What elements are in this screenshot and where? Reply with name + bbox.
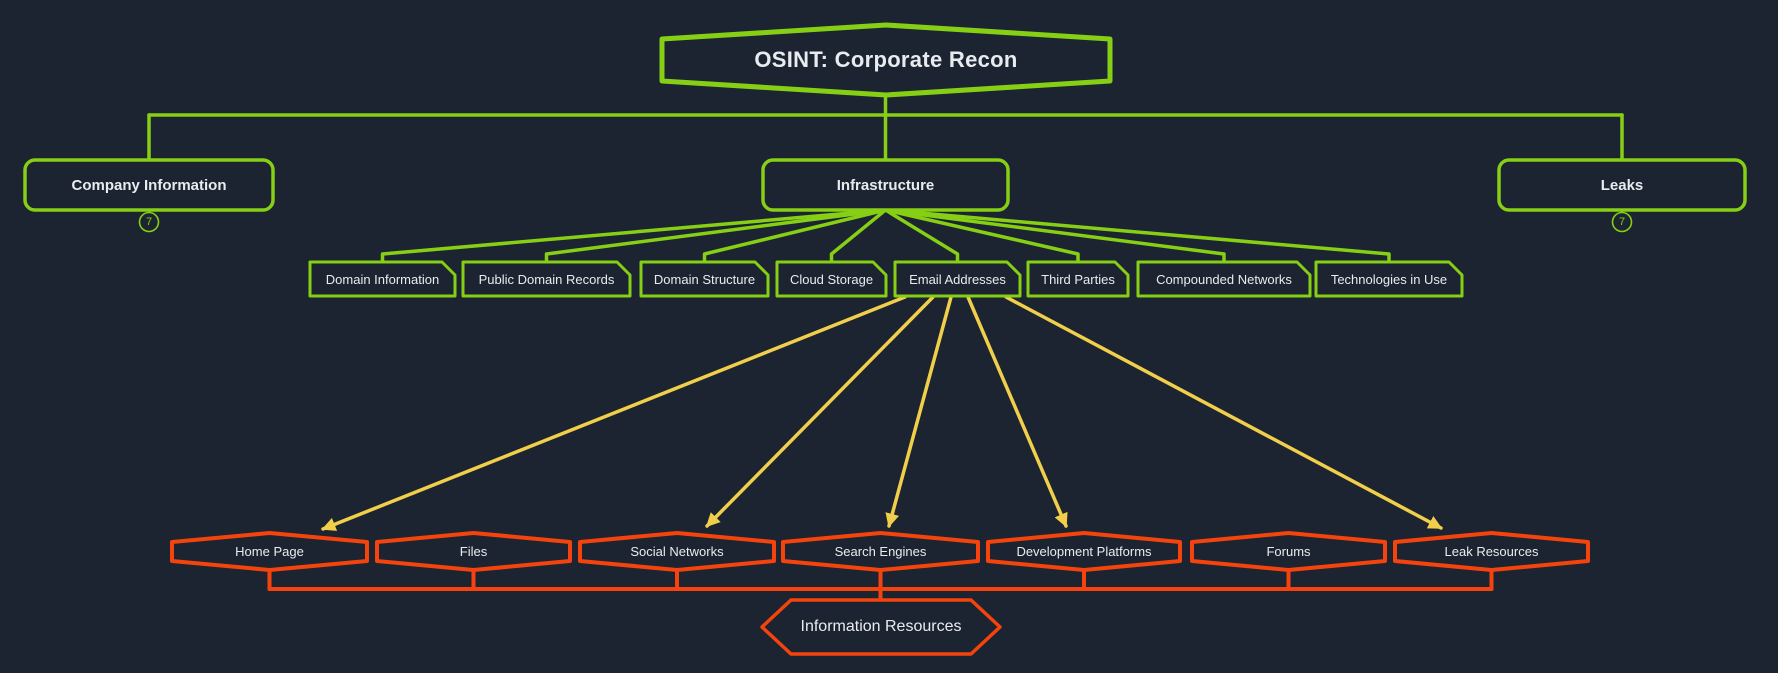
connector-public-domain-records xyxy=(544,208,888,264)
node-domain-information[interactable]: Domain Information xyxy=(325,271,440,287)
badge-company-information-shape[interactable] xyxy=(138,211,160,233)
connector-domain-information xyxy=(380,208,888,264)
node-forums-shape xyxy=(1190,531,1387,572)
node-public-domain-records[interactable]: Public Domain Records xyxy=(478,271,615,287)
node-development-platforms[interactable]: Development Platforms xyxy=(1016,544,1152,559)
node-files[interactable]: Files xyxy=(459,544,488,559)
node-infrastructure[interactable]: Infrastructure xyxy=(836,176,935,194)
node-compounded-networks[interactable]: Compounded Networks xyxy=(1156,271,1292,287)
orange-connectors xyxy=(267,568,1494,602)
node-forums[interactable]: Forums xyxy=(1266,544,1311,559)
arrow-email-to-leak-resources xyxy=(1004,295,1443,530)
node-cloud-storage[interactable]: Cloud Storage xyxy=(789,271,874,287)
node-leaks[interactable]: Leaks xyxy=(1600,176,1644,194)
node-information-resources[interactable]: Information Resources xyxy=(800,618,962,635)
node-leaks-shape xyxy=(1497,158,1747,212)
node-social-networks-shape xyxy=(578,531,776,572)
node-development-platforms-shape xyxy=(986,531,1182,572)
node-files-shape xyxy=(375,531,572,572)
node-technologies-in-use-shape xyxy=(1314,260,1464,298)
node-home-page-shape xyxy=(170,531,369,572)
badge-leaks-shape[interactable] xyxy=(1611,211,1633,233)
node-cloud-storage-shape xyxy=(775,260,888,298)
arrow-email-to-development-platforms xyxy=(966,295,1068,528)
connector-compounded-networks xyxy=(883,208,1226,264)
node-leak-resources-shape xyxy=(1393,531,1590,572)
node-email-addresses[interactable]: Email Addresses xyxy=(909,271,1006,287)
connector-third-parties xyxy=(883,208,1080,264)
connector-technologies-in-use xyxy=(883,208,1391,264)
connector-domain-structure xyxy=(702,208,888,264)
arrow-email-to-search-engines xyxy=(885,295,953,528)
node-leak-resources[interactable]: Leak Resources xyxy=(1444,544,1539,559)
node-home-page[interactable]: Home Page xyxy=(235,544,304,559)
node-search-engines[interactable]: Search Engines xyxy=(834,544,927,559)
arrow-email-to-home-page xyxy=(321,295,907,531)
node-company-information[interactable]: Company Information xyxy=(71,176,227,194)
node-technologies-in-use[interactable]: Technologies in Use xyxy=(1330,271,1448,287)
node-compounded-networks-shape xyxy=(1136,260,1312,298)
connector-email-addresses xyxy=(883,208,960,264)
connector-cloud-storage xyxy=(829,208,888,264)
node-root-shape xyxy=(659,22,1113,98)
node-public-domain-records-shape xyxy=(461,260,632,298)
node-search-engines-shape xyxy=(781,531,980,572)
relationship-arrows xyxy=(321,295,1443,531)
node-third-parties[interactable]: Third Parties xyxy=(1041,271,1115,287)
badge-leaks-count[interactable]: 7 xyxy=(1618,216,1626,228)
node-domain-structure[interactable]: Domain Structure xyxy=(653,271,756,287)
arrow-email-to-social-networks xyxy=(705,295,935,528)
node-company-information-shape xyxy=(23,158,275,212)
node-domain-information-shape xyxy=(308,260,457,298)
node-email-addresses-shape xyxy=(893,260,1022,298)
node-social-networks[interactable]: Social Networks xyxy=(630,544,724,559)
node-information-resources-shape xyxy=(760,598,1002,656)
node-domain-structure-shape xyxy=(639,260,770,298)
node-shapes xyxy=(23,22,1747,656)
node-infrastructure-shape xyxy=(761,158,1010,212)
node-root[interactable]: OSINT: Corporate Recon xyxy=(754,47,1018,72)
badge-company-information-count[interactable]: 7 xyxy=(145,216,153,228)
green-connectors xyxy=(147,93,1624,264)
node-third-parties-shape xyxy=(1026,260,1130,298)
